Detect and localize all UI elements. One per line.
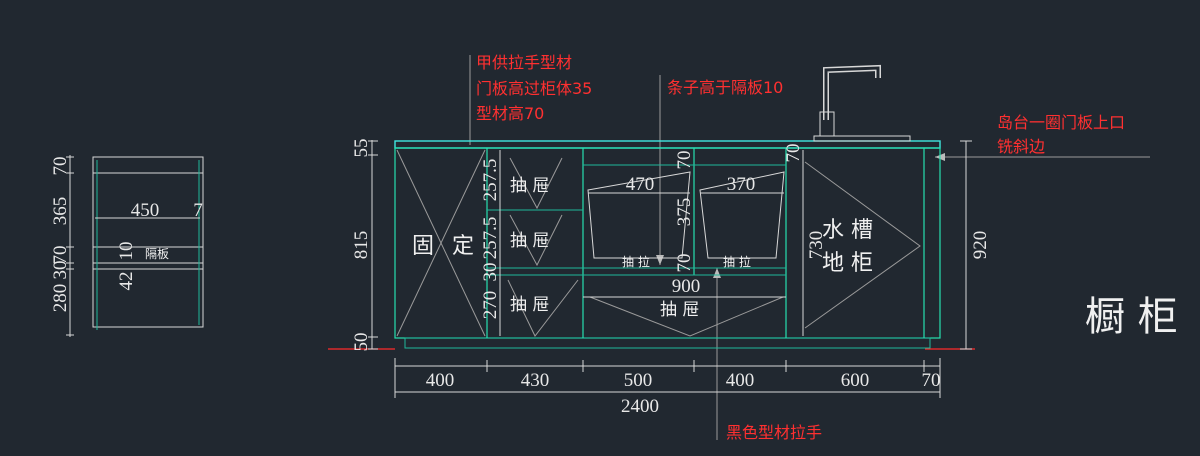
annotation-strip: 条子高于隔板10 bbox=[667, 78, 783, 97]
front-view: 55 815 50 920 固 定 抽 屉 抽 屉 抽 屉 抽 屉 抽 拉 抽 … bbox=[328, 64, 991, 417]
drawer-label-2: 抽 屉 bbox=[510, 231, 549, 251]
front-dim-55: 55 bbox=[351, 139, 372, 158]
bottom-dim-400b: 400 bbox=[726, 370, 755, 391]
fixed-label-2: 定 bbox=[452, 234, 474, 259]
inner-dim-30: 30 bbox=[480, 263, 501, 282]
front-dim-50: 50 bbox=[351, 333, 372, 352]
drawer-label-wide: 抽 屉 bbox=[660, 300, 699, 320]
bottom-dim-total: 2400 bbox=[621, 396, 659, 417]
annotation-handle: 黑色型材拉手 bbox=[726, 423, 822, 442]
inner-dim-70b: 70 bbox=[674, 254, 695, 273]
inner-dim-257a: 257.5 bbox=[480, 159, 501, 202]
bottom-dim-70: 70 bbox=[922, 370, 941, 391]
inner-dim-730: 730 bbox=[806, 231, 827, 260]
bottom-dim-400a: 400 bbox=[426, 370, 455, 391]
inner-dim-470: 470 bbox=[626, 174, 655, 195]
inner-dim-270: 270 bbox=[480, 291, 501, 320]
side-view: 70 365 70 30 280 42 10 450 7 隔板 bbox=[50, 155, 204, 337]
sink-label-2: 地 柜 bbox=[822, 251, 873, 276]
pull-basket-right bbox=[699, 171, 785, 259]
annotation-profile-l1: 甲供拉手型材 bbox=[476, 53, 572, 72]
annotation-island-l1: 岛台一圈门板上口 bbox=[997, 113, 1125, 132]
shelf-label: 隔板 bbox=[145, 247, 169, 261]
side-view-outline bbox=[92, 156, 204, 328]
side-dim-70a: 70 bbox=[50, 157, 71, 176]
side-dim-450: 450 bbox=[131, 200, 160, 221]
fixed-label-1: 固 bbox=[412, 234, 434, 259]
inner-dim-70a: 70 bbox=[674, 151, 695, 170]
side-dim-365: 365 bbox=[50, 197, 71, 226]
annotation-profile-l2: 门板高过柜体35 bbox=[476, 79, 592, 98]
drawer-label-3: 抽 屉 bbox=[510, 295, 549, 315]
side-dim-30: 30 bbox=[50, 261, 71, 280]
side-dim-7: 7 bbox=[193, 200, 203, 221]
sink-label-1: 水 槽 bbox=[822, 218, 873, 243]
inner-dim-900: 900 bbox=[672, 276, 701, 297]
side-dim-42: 42 bbox=[116, 272, 137, 291]
drawer-label-1: 抽 屉 bbox=[510, 176, 549, 196]
side-dim-10: 10 bbox=[116, 242, 137, 261]
side-dim-280: 280 bbox=[50, 284, 71, 313]
side-dim-70b: 70 bbox=[50, 246, 71, 265]
annotation-profile-l3: 型材高70 bbox=[476, 104, 544, 123]
annotation-island-l2: 铣斜边 bbox=[997, 137, 1045, 156]
inner-dim-370: 370 bbox=[727, 174, 756, 195]
kickboard bbox=[404, 337, 931, 349]
pull-label-left: 抽 拉 bbox=[622, 254, 650, 269]
bottom-dim-500: 500 bbox=[624, 370, 653, 391]
front-dim-920: 920 bbox=[970, 231, 991, 260]
front-dim-815: 815 bbox=[351, 231, 372, 260]
bottom-dim-430: 430 bbox=[521, 370, 550, 391]
inner-dim-70c: 70 bbox=[783, 144, 804, 163]
inner-dim-257b: 257.5 bbox=[480, 217, 501, 260]
inner-dim-375: 375 bbox=[674, 198, 695, 227]
pull-label-right: 抽 拉 bbox=[723, 254, 751, 269]
faucet-icon bbox=[813, 64, 911, 142]
drawing-title: 橱 柜 bbox=[1085, 294, 1178, 340]
pull-basket-left bbox=[587, 171, 691, 259]
annotations: 甲供拉手型材 门板高过柜体35 型材高70 条子高于隔板10 岛台一圈门板上口 … bbox=[469, 53, 1150, 442]
countertop bbox=[394, 140, 941, 149]
bottom-dim-600: 600 bbox=[841, 370, 870, 391]
